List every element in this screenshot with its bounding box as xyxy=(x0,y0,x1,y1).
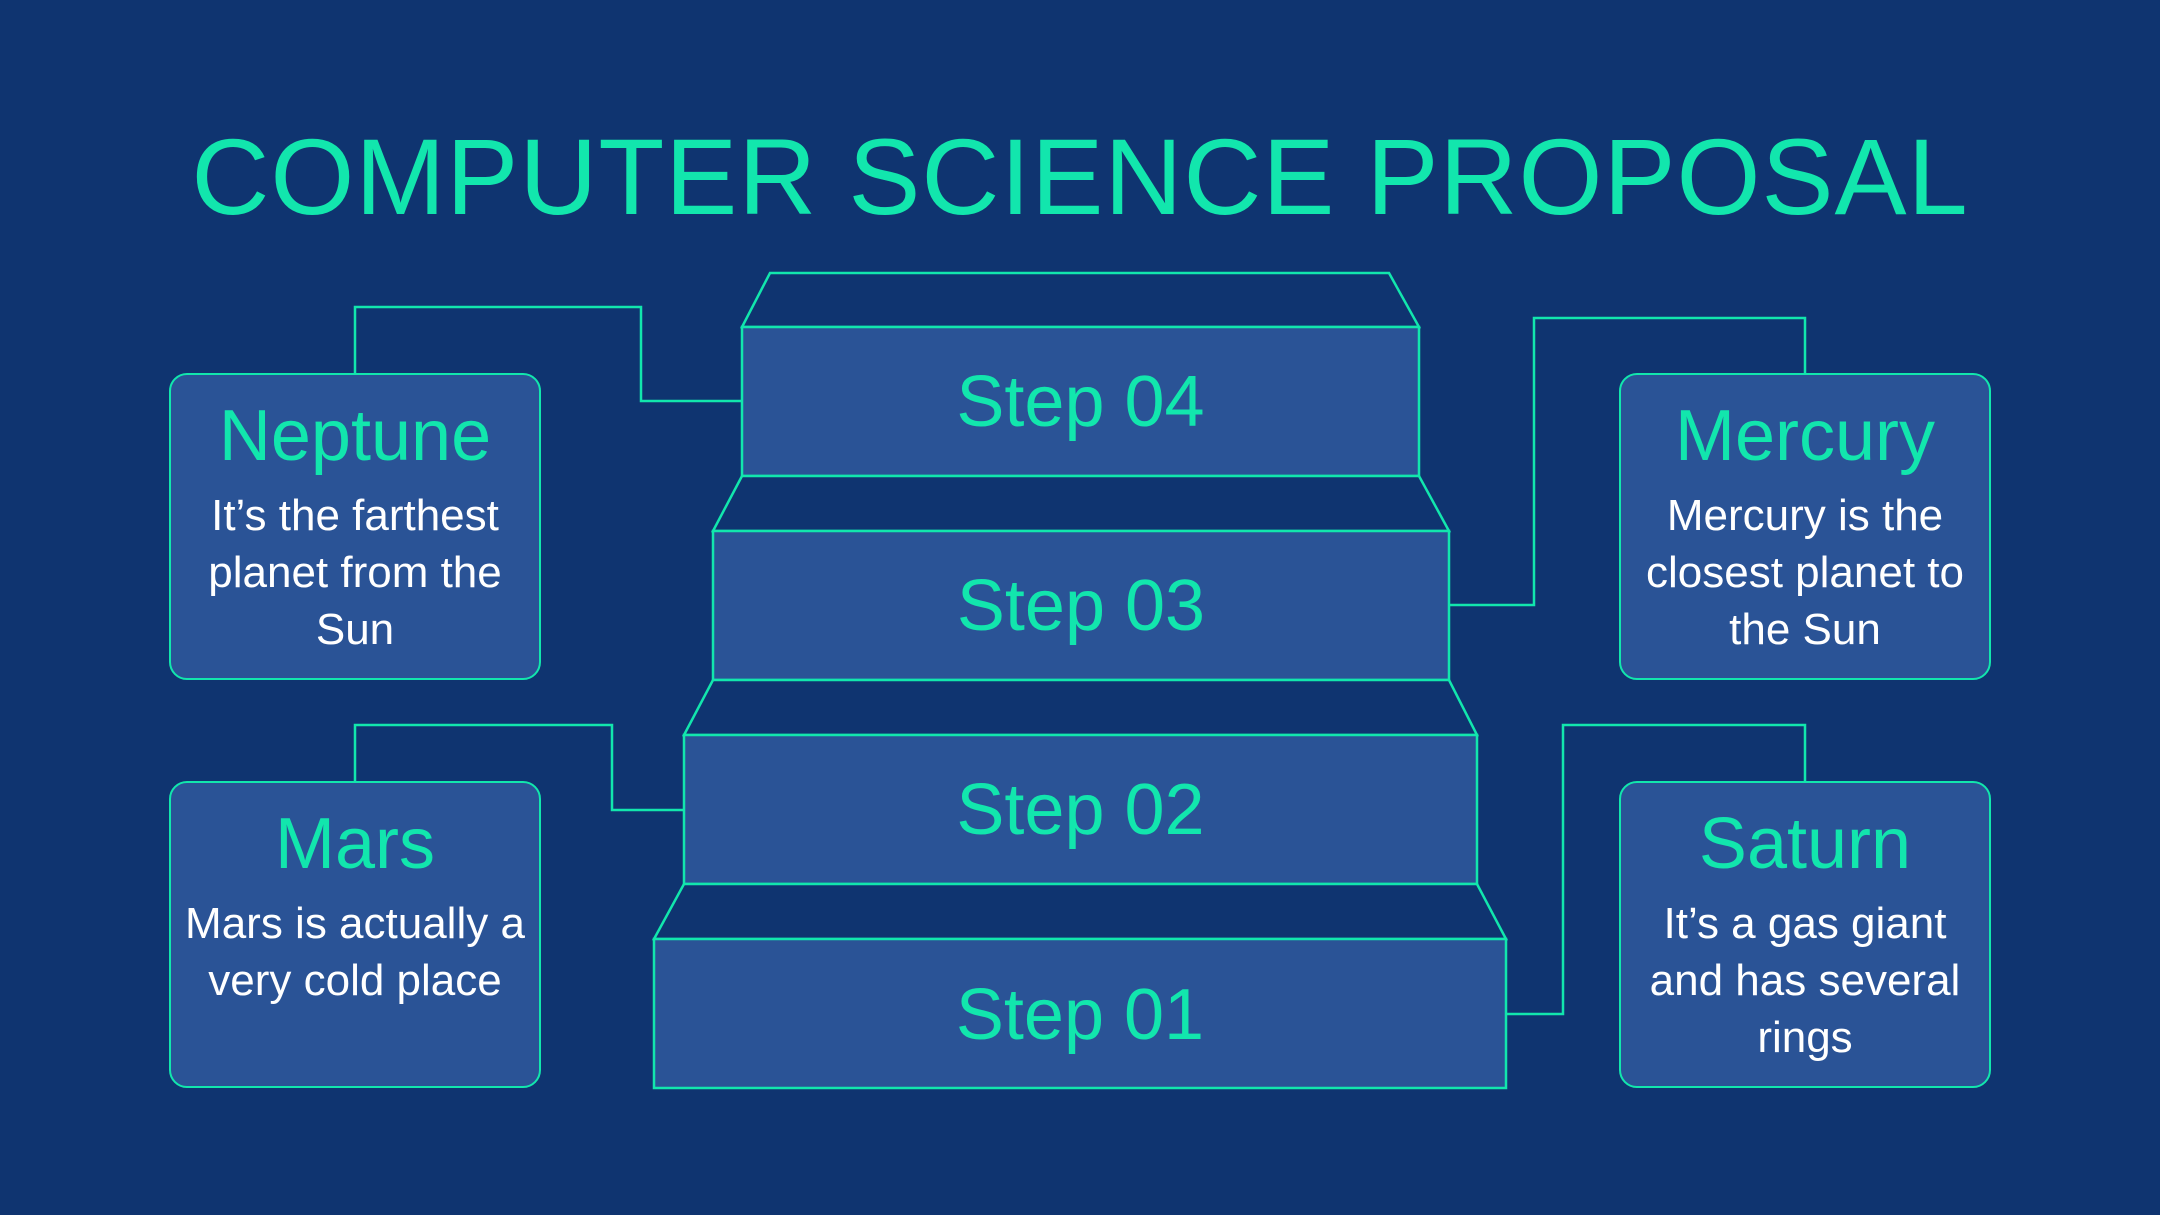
step-03-face xyxy=(711,529,1451,682)
connector-neptune xyxy=(353,305,742,403)
step-01-face xyxy=(652,937,1508,1090)
step-03-label: Step 03 xyxy=(956,566,1206,646)
card-saturn: Saturn It’s a gas giant and has several … xyxy=(1619,781,1991,1088)
stair-top-cap xyxy=(739,271,1422,329)
card-saturn-text: It’s a gas giant and has several rings xyxy=(1649,899,1961,1062)
step-02-label: Step 02 xyxy=(956,770,1205,850)
card-mercury-title: Mercury xyxy=(1674,396,1935,476)
step-03-tread xyxy=(710,474,1452,533)
card-mars-text: Mars is actually a very cold place xyxy=(185,899,525,1005)
connector-saturn xyxy=(1506,723,1807,1016)
card-mercury-text: Mercury is the closest planet to the Sun xyxy=(1646,491,1964,654)
card-mars: Mars Mars is actually a very cold place xyxy=(169,781,541,1088)
step-04-label: Step 04 xyxy=(956,362,1205,442)
connector-mercury xyxy=(1449,316,1807,607)
step-02-face xyxy=(682,733,1479,886)
slide-title: COMPUTER SCIENCE PROPOSAL xyxy=(191,116,1969,237)
connector-mars xyxy=(353,723,684,812)
card-neptune-text: It’s the farthest planet from the Sun xyxy=(208,491,502,654)
card-mars-title: Mars xyxy=(275,804,435,884)
card-neptune-title: Neptune xyxy=(218,396,492,476)
step-01-tread xyxy=(651,882,1509,941)
card-mercury: Mercury Mercury is the closest planet to… xyxy=(1619,373,1991,680)
card-saturn-title: Saturn xyxy=(1698,804,1912,884)
step-01-label: Step 01 xyxy=(955,975,1205,1055)
step-02-tread xyxy=(681,678,1480,737)
card-neptune: Neptune It’s the farthest planet from th… xyxy=(169,373,541,680)
